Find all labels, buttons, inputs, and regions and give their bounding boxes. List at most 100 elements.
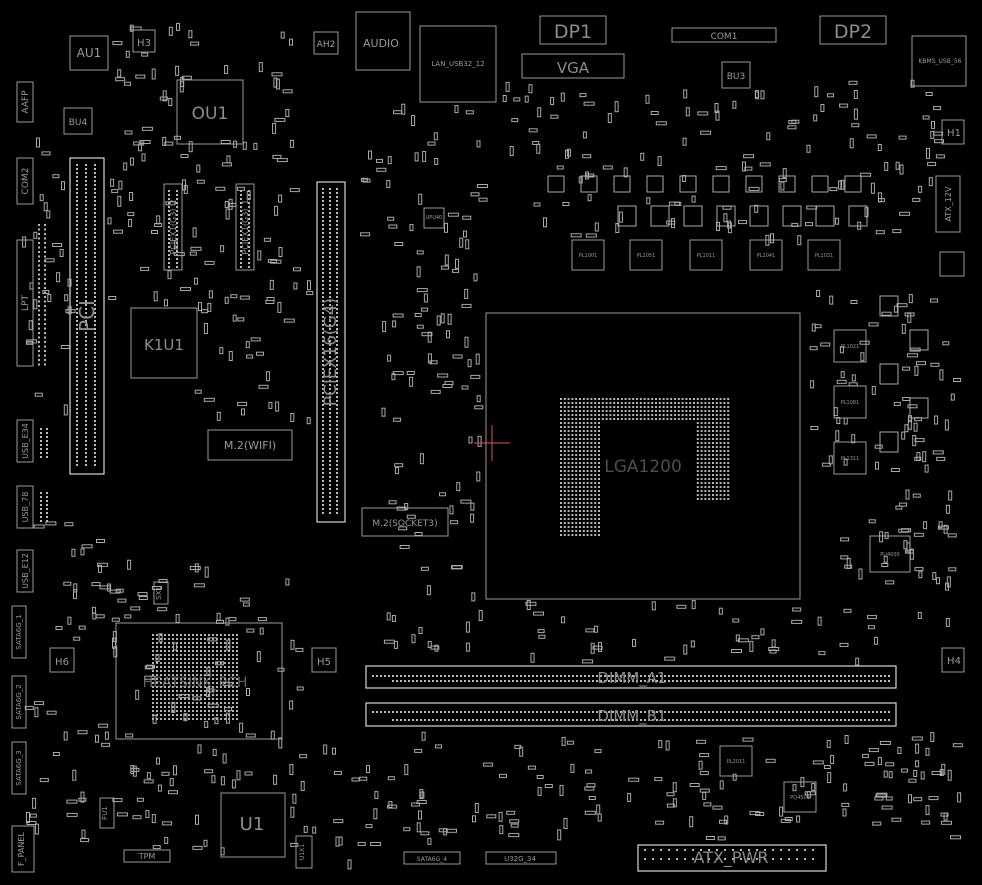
- smd-part: [909, 548, 914, 560]
- atx-pwr-connector[interactable]: [637, 844, 827, 872]
- pch-pad: [184, 654, 186, 656]
- dimm-b1-slot[interactable]: [365, 702, 897, 727]
- dimm-pin: [652, 719, 654, 721]
- dp2-connector[interactable]: [819, 15, 887, 45]
- smd-part: [26, 339, 38, 344]
- lan-connector[interactable]: [419, 25, 497, 103]
- pch-pad: [232, 702, 234, 704]
- smd-part: [433, 132, 438, 141]
- pci-pin: [85, 384, 87, 386]
- k1u1-chip[interactable]: [130, 307, 198, 379]
- pch-outline[interactable]: [115, 622, 283, 740]
- pcie16-pin: [329, 324, 331, 326]
- smd-part: [174, 135, 181, 140]
- pch-pad: [172, 670, 174, 672]
- smd-part: [365, 824, 373, 829]
- pch-pad: [176, 706, 178, 708]
- kbms-connector[interactable]: [911, 35, 967, 87]
- header-pin: [38, 359, 40, 361]
- dimm-pin: [532, 680, 534, 682]
- lpt-header[interactable]: [16, 239, 34, 367]
- com1-header[interactable]: [671, 27, 777, 43]
- pch-pad: [180, 638, 182, 640]
- cpu-pad: [708, 426, 711, 428]
- u1-chip[interactable]: [220, 792, 286, 858]
- dimm-pin: [636, 719, 638, 721]
- cpu-pad: [594, 418, 597, 420]
- header-pin: [44, 341, 46, 343]
- cpu-pad: [651, 414, 654, 416]
- pcie1-2-slot[interactable]: [163, 183, 183, 271]
- sata4-connector[interactable]: [403, 851, 461, 865]
- smd-part: [792, 607, 802, 612]
- m2-wifi-slot[interactable]: [207, 429, 293, 461]
- smd-part: [144, 665, 154, 670]
- smd-part: [830, 755, 835, 764]
- bu3-chip[interactable]: [721, 61, 751, 89]
- pcie16-pin: [336, 216, 338, 218]
- au1-chip[interactable]: [69, 35, 109, 71]
- usb-e12-header[interactable]: [16, 549, 34, 593]
- cpu-pad: [704, 494, 707, 496]
- ou1-chip[interactable]: [176, 79, 244, 145]
- smd-part: [236, 770, 241, 781]
- smd-part: [182, 179, 186, 191]
- dp1-connector[interactable]: [539, 15, 607, 45]
- usb34-header[interactable]: [485, 851, 557, 865]
- pcie16-pin: [336, 316, 338, 318]
- cpu-pad: [567, 534, 570, 536]
- com2-header[interactable]: [16, 157, 34, 205]
- pcie16-pin: [336, 436, 338, 438]
- pci-slot[interactable]: [69, 157, 105, 475]
- cpu-pad: [636, 398, 638, 400]
- vga-connector[interactable]: [521, 53, 625, 79]
- bu4-chip[interactable]: [63, 107, 93, 135]
- cpu-pad: [567, 406, 570, 408]
- pch-pad: [220, 702, 222, 704]
- pcie16-slot[interactable]: [316, 181, 346, 523]
- dimm-pin: [884, 675, 886, 677]
- pch-pad: [212, 694, 214, 696]
- pch-pad: [216, 666, 218, 668]
- usb-e34-header[interactable]: [16, 419, 34, 463]
- smd-part: [216, 411, 221, 421]
- tpm-header[interactable]: [123, 849, 171, 863]
- pch-pad: [160, 694, 162, 696]
- cpu-socket-outline[interactable]: [485, 312, 801, 600]
- cpu-pad: [727, 482, 730, 484]
- smd-part: [306, 417, 311, 425]
- dimm-pin: [412, 719, 414, 721]
- atx12v-connector[interactable]: [935, 175, 961, 233]
- pcie1-pin: [168, 198, 170, 200]
- sata2-connector[interactable]: [11, 675, 27, 729]
- pch-pad: [216, 686, 218, 688]
- pci-pin: [76, 268, 78, 270]
- dimm-pin: [568, 680, 570, 682]
- cpu-pad: [696, 458, 699, 460]
- pch-pad: [216, 682, 218, 684]
- cpu-pad: [662, 406, 665, 408]
- pch-pad: [180, 650, 182, 652]
- aafp-header[interactable]: [16, 81, 34, 123]
- header-pin: [46, 428, 48, 430]
- pcie16-pin: [336, 280, 338, 282]
- cpu-pad: [586, 458, 589, 460]
- cpu-pad: [563, 418, 566, 420]
- cpu-pad: [636, 406, 638, 408]
- pcie16-pin: [322, 412, 324, 414]
- dimm-pin: [692, 711, 694, 713]
- dimm-a1-slot[interactable]: [365, 665, 897, 689]
- smd-part: [123, 162, 128, 171]
- dimm-pin: [520, 675, 522, 677]
- dimm-pin: [672, 675, 674, 677]
- cpu-pad: [563, 522, 566, 524]
- sata1-connector[interactable]: [11, 605, 27, 659]
- sata3-connector[interactable]: [11, 741, 27, 795]
- usb78-header[interactable]: [16, 485, 34, 529]
- cpu-pad: [662, 402, 665, 404]
- pch-pad: [200, 706, 202, 708]
- f-panel-header[interactable]: [11, 825, 35, 873]
- smd-part: [206, 687, 211, 698]
- pcie1-1-slot[interactable]: [235, 183, 255, 271]
- audio-connector[interactable]: [355, 11, 411, 71]
